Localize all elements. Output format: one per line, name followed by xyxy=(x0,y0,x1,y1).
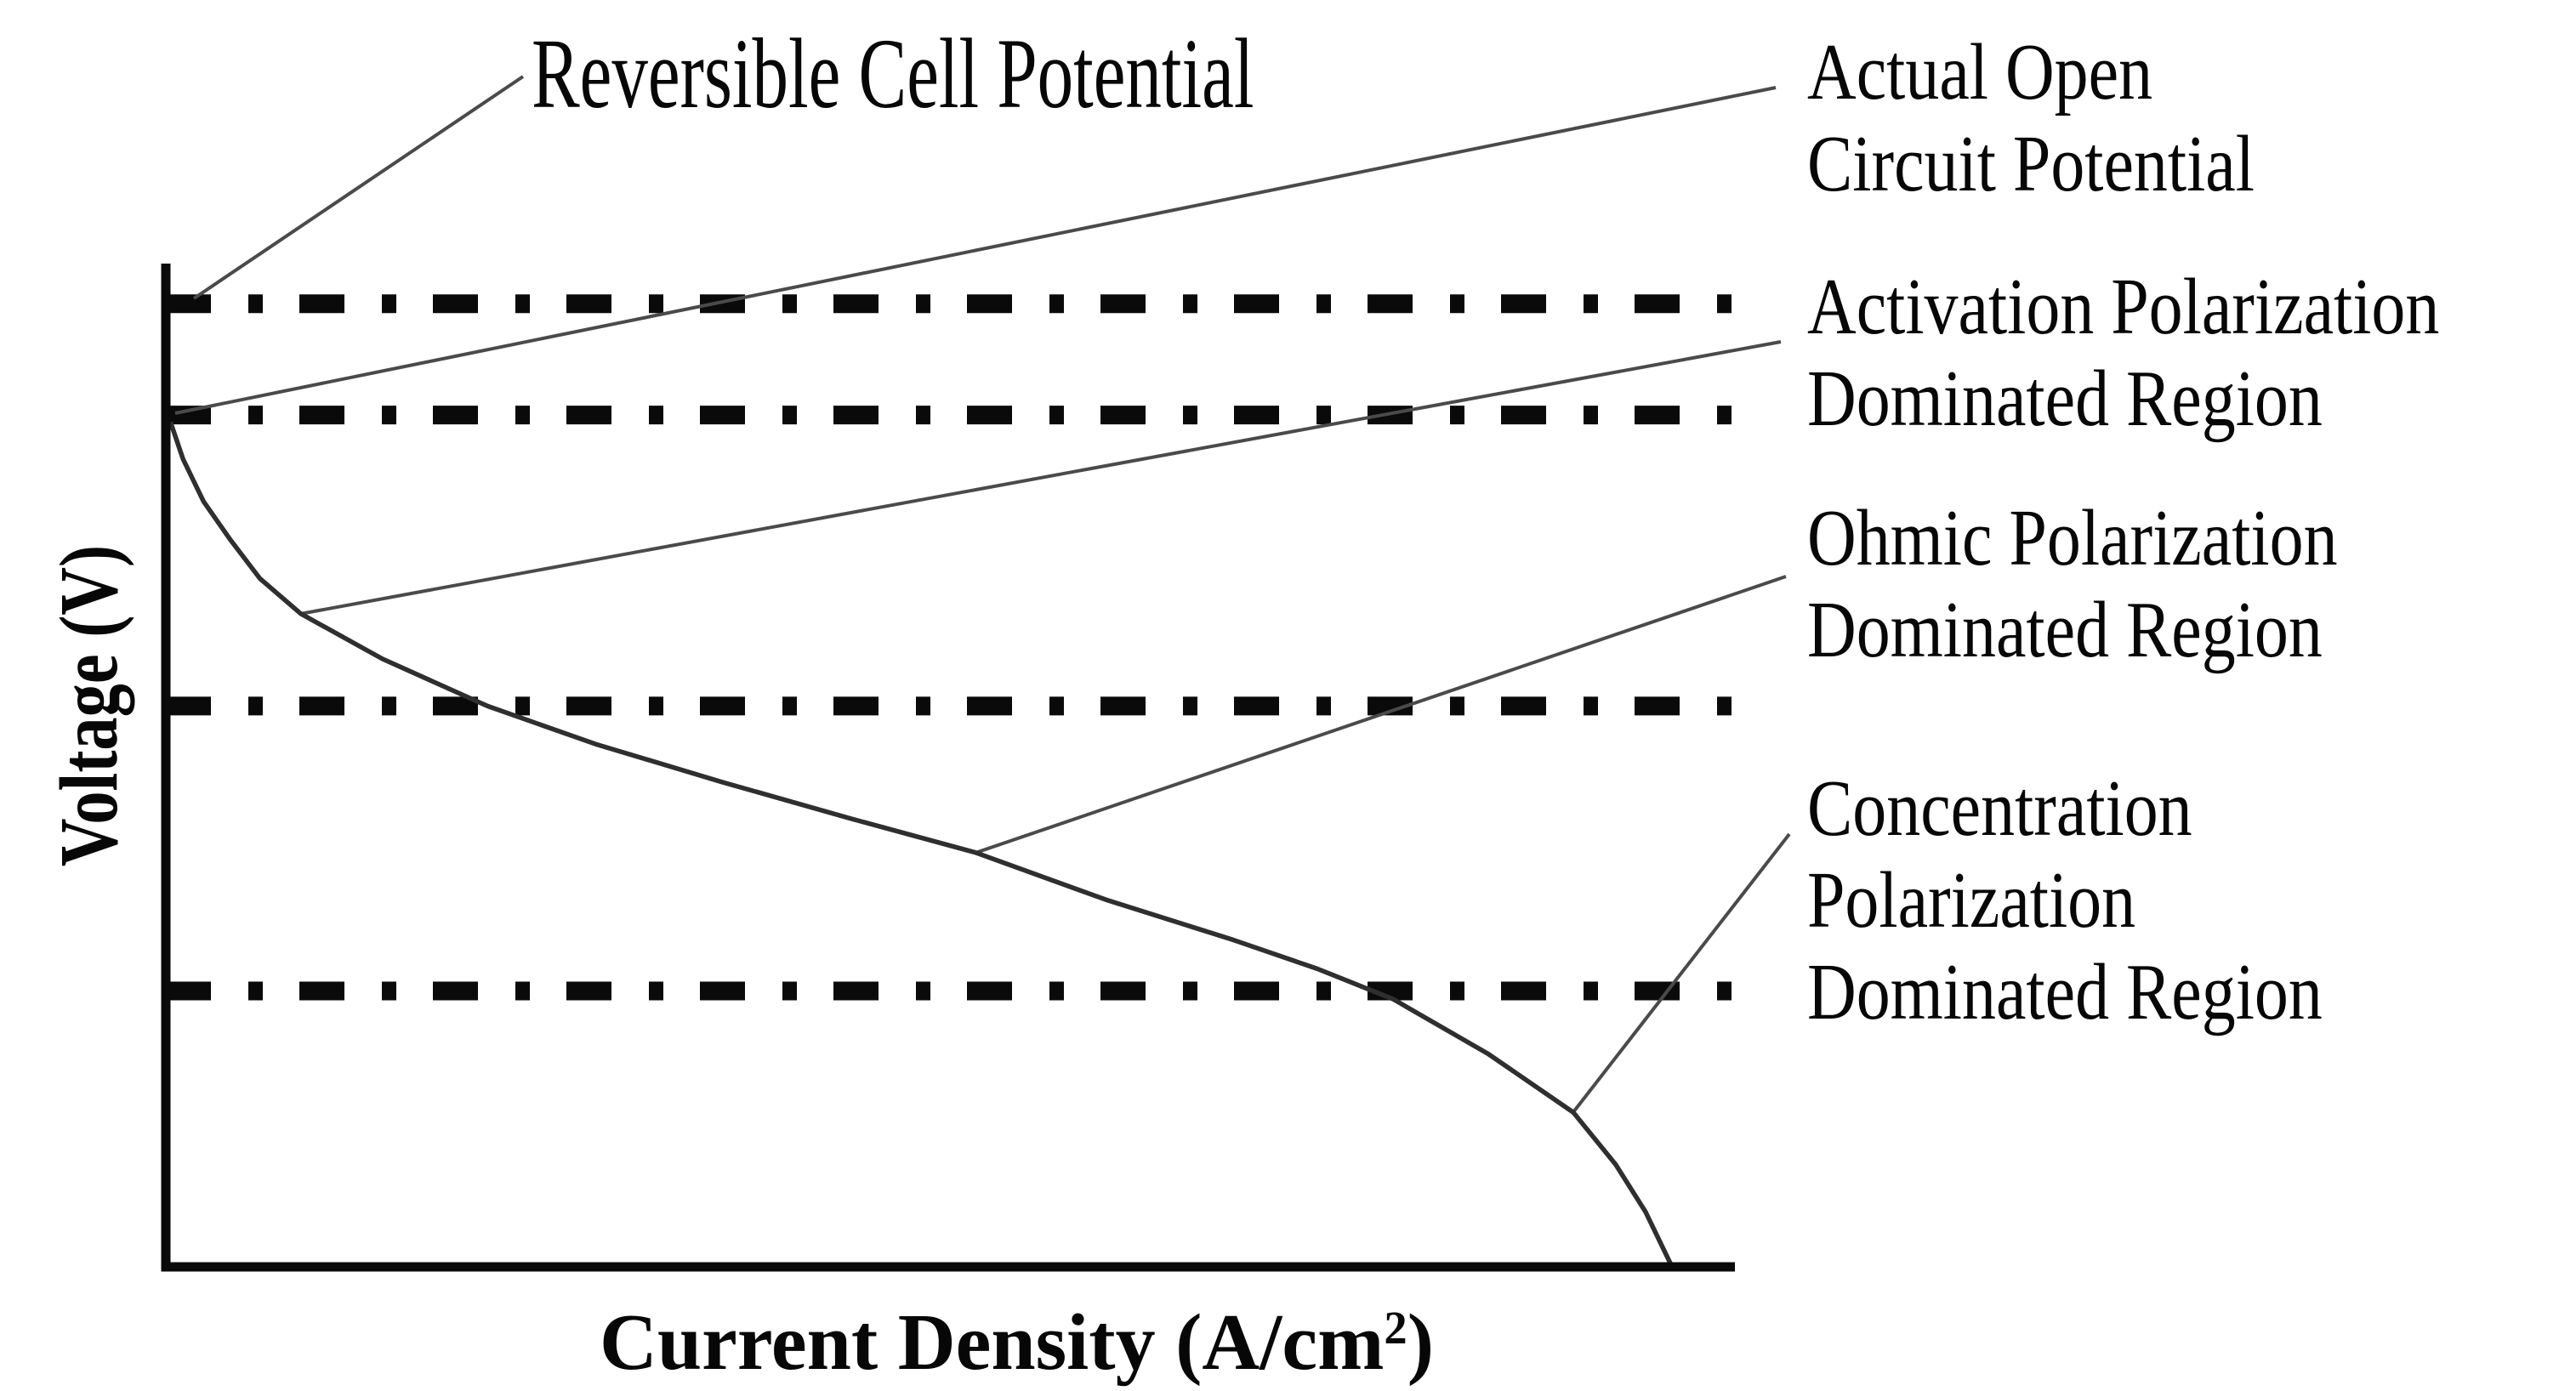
leader-line-actual-open-circuit xyxy=(174,86,1777,415)
x-axis-label: Current Density (A/cm2) xyxy=(600,1288,1434,1382)
annotation-ohmic-polarization-region: Ohmic Polarization Dominated Region xyxy=(1807,494,2338,674)
annotation-concentration-polarization-region: Concentration Polarization Dominated Reg… xyxy=(1807,764,2323,1036)
x-axis-label-text: Current Density (A/cm xyxy=(600,1297,1385,1387)
x-axis-label-closing: ) xyxy=(1407,1297,1434,1387)
annotation-activation-polarization-region: Activation Polarization Dominated Region xyxy=(1807,263,2440,443)
leader-line-activation xyxy=(299,340,1782,616)
annotation-reversible-cell-potential: Reversible Cell Potential xyxy=(532,18,1254,129)
y-axis-label: Voltage (V) xyxy=(43,544,135,867)
leader-line-reversible xyxy=(192,75,525,300)
axes xyxy=(161,264,1735,1272)
leader-line-concentration xyxy=(1572,832,1791,1114)
x-axis-label-exponent: 2 xyxy=(1384,1302,1407,1354)
leader-line-ohmic xyxy=(975,575,1787,854)
annotation-actual-open-circuit-potential: Actual Open Circuit Potential xyxy=(1807,28,2255,208)
polarization-curve xyxy=(168,421,1673,1265)
